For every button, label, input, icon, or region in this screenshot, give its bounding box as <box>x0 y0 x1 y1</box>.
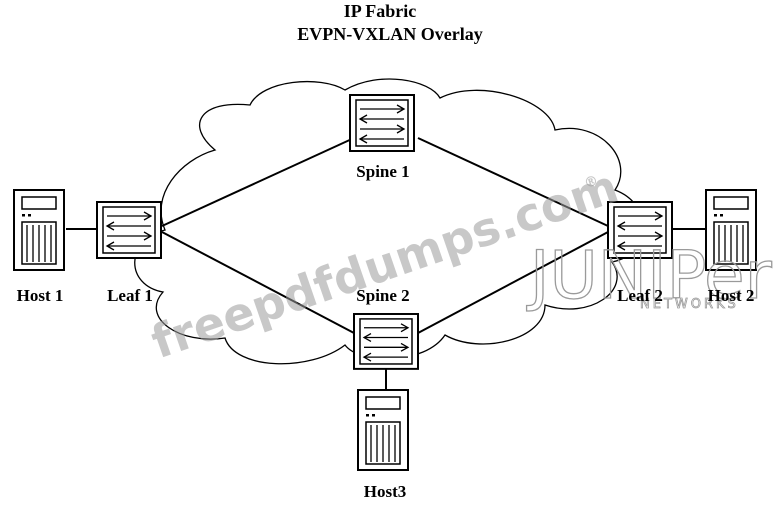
label-host2: Host 2 <box>708 286 755 305</box>
watermark-registered: ® <box>582 172 600 192</box>
diagram-title-line2: EVPN-VXLAN Overlay <box>297 24 482 44</box>
link-leaf1-spine2 <box>161 231 355 334</box>
link-spine1-leaf2 <box>417 137 609 227</box>
host1-server-icon <box>13 189 65 271</box>
juniper-networks-logo: JUNIPer NETWORKS <box>525 236 773 314</box>
link-spine2-leaf2 <box>417 231 609 334</box>
label-spine1: Spine 1 <box>356 162 409 181</box>
spine2-switch-icon <box>353 313 419 370</box>
spine1-switch-icon <box>349 94 415 152</box>
diagram-title-line1: IP Fabric <box>344 1 417 21</box>
label-spine2: Spine 2 <box>356 286 409 305</box>
link-leaf1-spine1 <box>161 137 355 227</box>
label-leaf2: Leaf 2 <box>617 286 663 305</box>
label-host3: Host3 <box>364 482 407 501</box>
label-leaf1: Leaf 1 <box>107 286 153 305</box>
leaf1-switch-icon <box>96 201 162 259</box>
logo-subtext: NETWORKS <box>640 297 739 312</box>
ip-fabric-cloud <box>134 78 644 365</box>
host3-server-icon <box>357 389 409 471</box>
logo-wordmark: JUNIPer <box>526 237 773 314</box>
label-host1: Host 1 <box>17 286 64 305</box>
